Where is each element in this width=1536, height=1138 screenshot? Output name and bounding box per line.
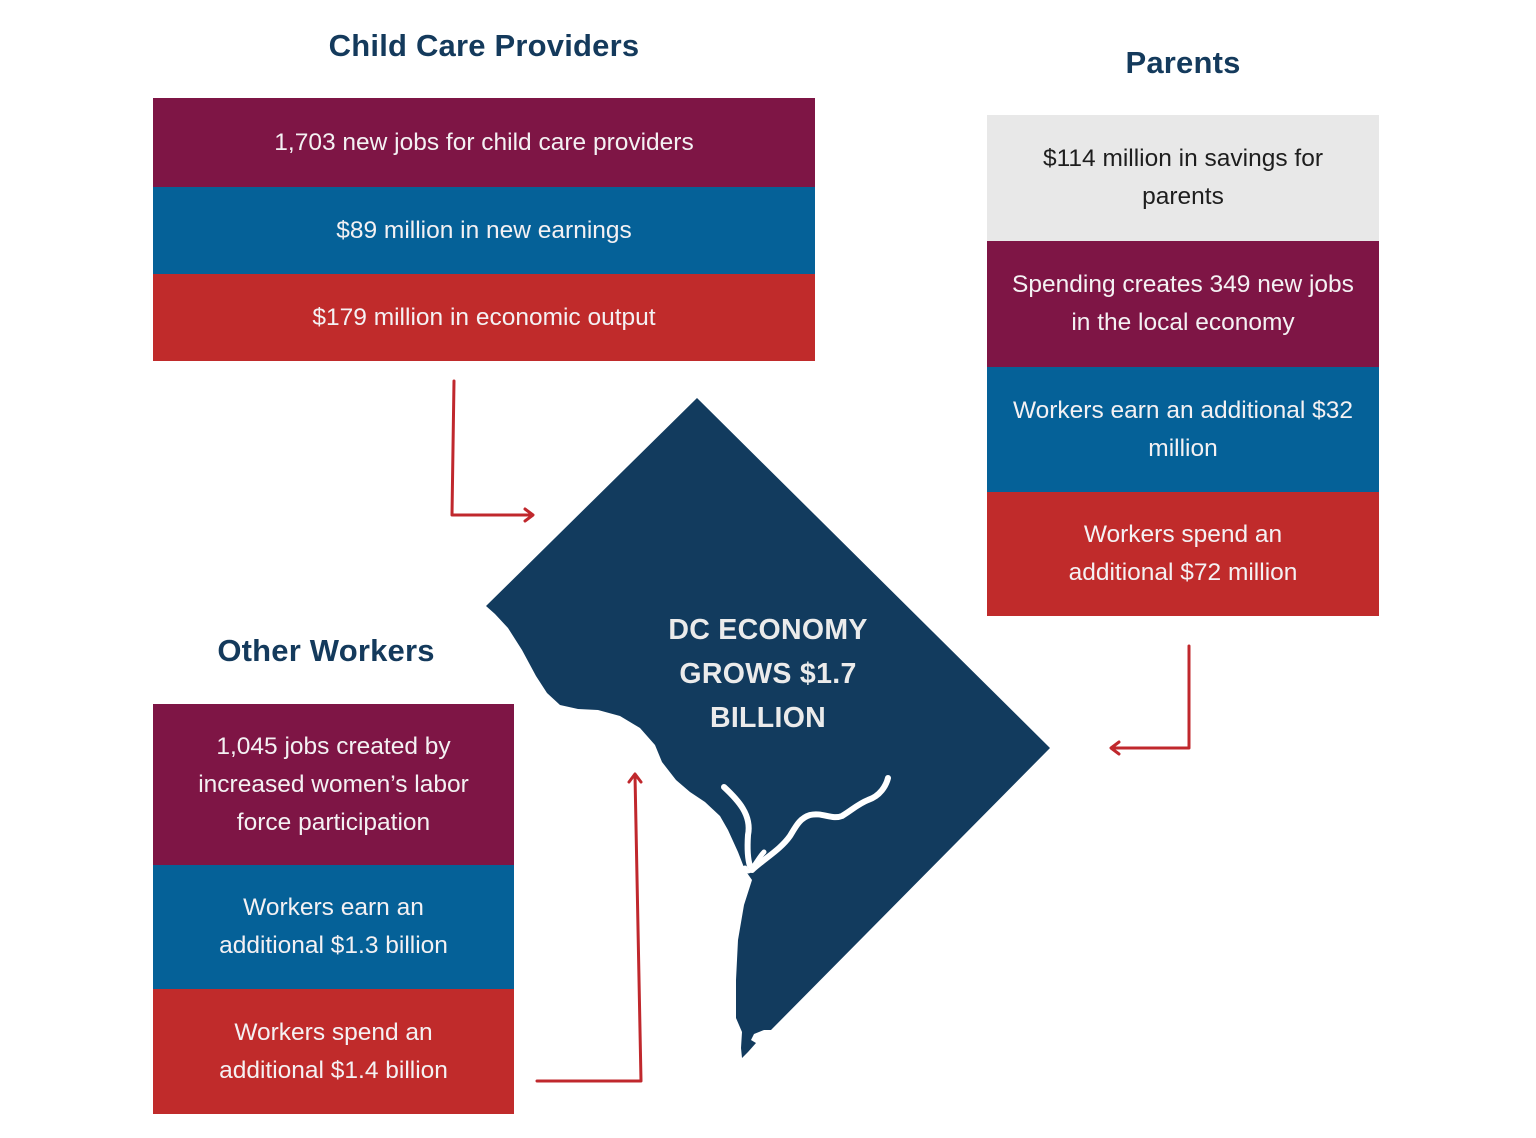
- arrow-left-icon: [1109, 644, 1191, 756]
- other-workers-jobs-cell: 1,045 jobs created by increased women’s …: [153, 704, 514, 865]
- arrow-right-icon: [450, 379, 535, 523]
- child-care-providers-panel: 1,703 new jobs for child care providers …: [153, 98, 815, 361]
- other-workers-spending-cell: Workers spend an additional $1.4 billion: [153, 989, 514, 1114]
- child-care-earnings-cell: $89 million in new earnings: [153, 187, 815, 274]
- parents-savings-cell: $114 million in savings for parents: [987, 115, 1379, 241]
- parents-panel: $114 million in savings for parents Spen…: [987, 115, 1379, 616]
- river-icon: [721, 784, 753, 869]
- other-workers-earnings-cell: Workers earn an additional $1.3 billion: [153, 865, 514, 989]
- child-care-output-cell: $179 million in economic output: [153, 274, 815, 361]
- parents-earnings-cell: Workers earn an additional $32 million: [987, 367, 1379, 492]
- parents-jobs-cell: Spending creates 349 new jobs in the loc…: [987, 241, 1379, 367]
- anacostia-river-icon: [749, 775, 891, 873]
- other-workers-panel: 1,045 jobs created by increased women’s …: [153, 704, 514, 1114]
- child-care-jobs-cell: 1,703 new jobs for child care providers: [153, 98, 815, 187]
- dc-map-icon: [486, 398, 1050, 1058]
- dc-economy-label: DC ECONOMY GROWS $1.7 BILLION: [668, 614, 868, 734]
- child-care-providers-heading: Child Care Providers: [328, 28, 640, 63]
- parents-spending-cell: Workers spend an additional $72 million: [987, 492, 1379, 616]
- arrow-up-icon: [535, 772, 643, 1083]
- other-workers-heading: Other Workers: [217, 633, 435, 668]
- parents-heading: Parents: [1125, 45, 1241, 80]
